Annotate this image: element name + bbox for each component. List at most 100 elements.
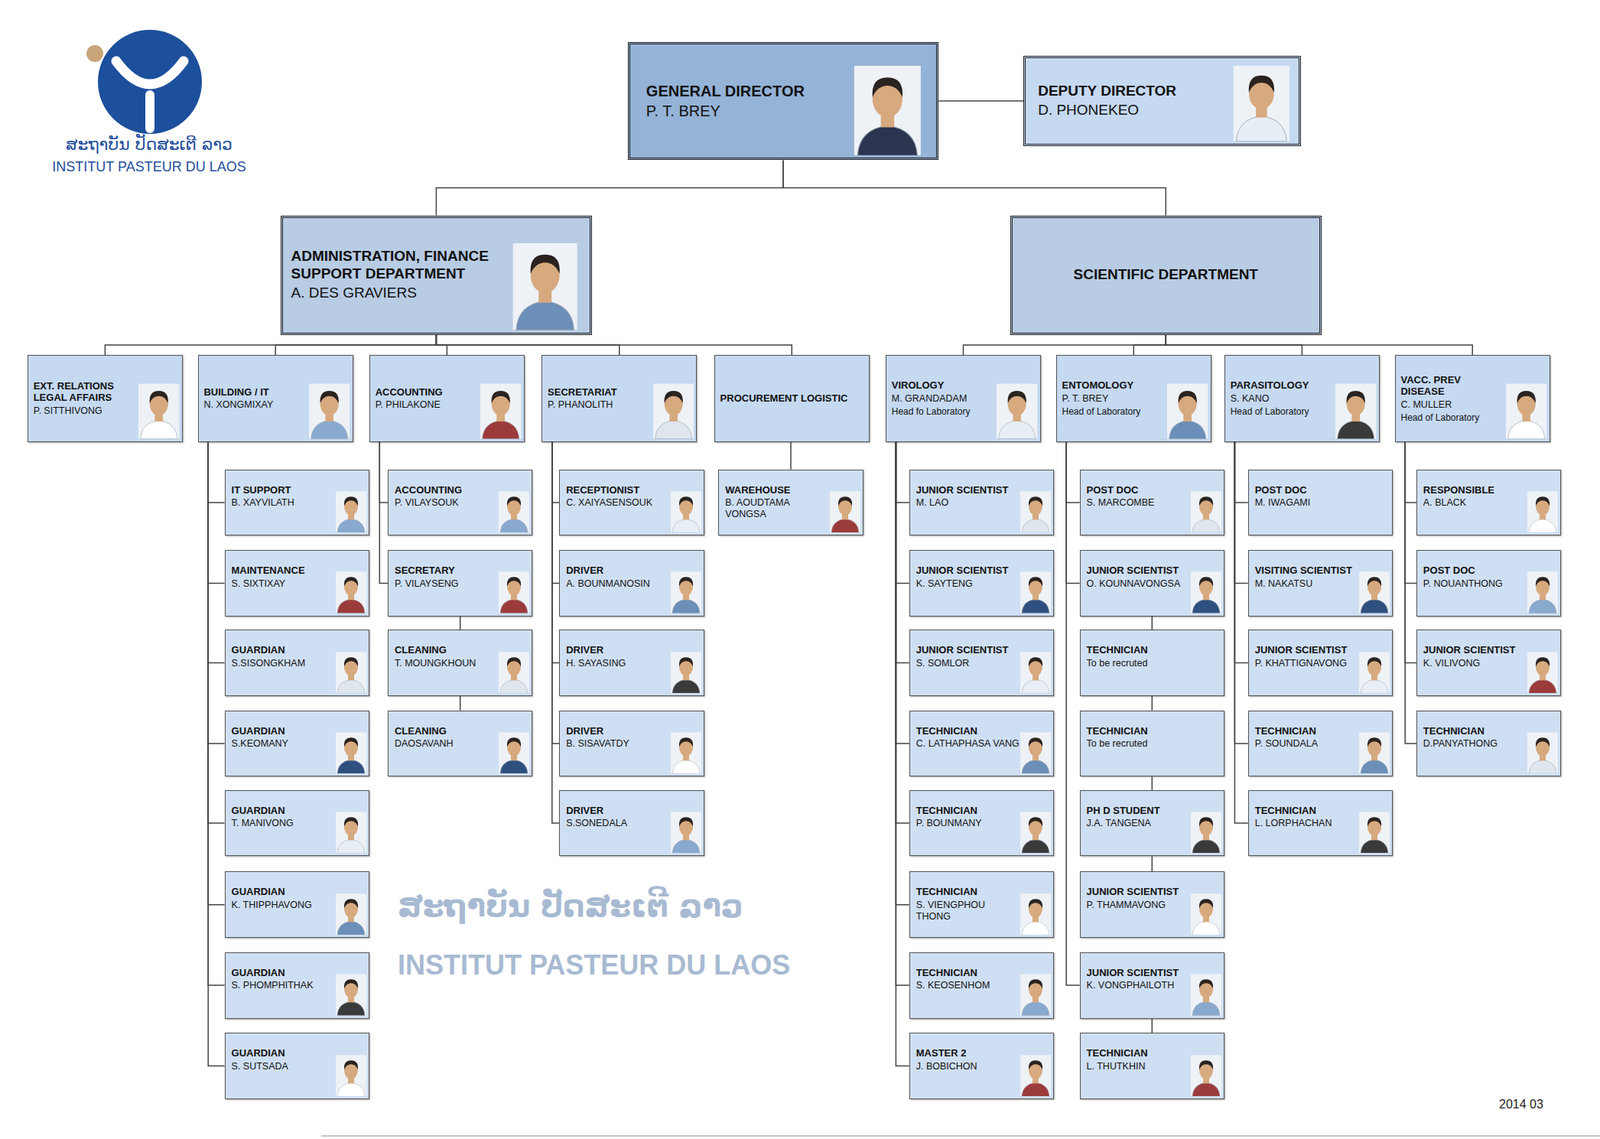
node-title: MAINTENANCE [231, 564, 335, 577]
photo-ground [1020, 811, 1051, 853]
photo-ground [1335, 383, 1376, 440]
photo-ground [653, 383, 694, 440]
org-connector [379, 442, 388, 584]
photo-ground [498, 491, 530, 533]
node-title: JUNIOR SCIENTIST [916, 643, 1020, 657]
photo-ground [335, 973, 367, 1015]
text-area: TECHNICIANP. BOUNMANY [916, 790, 1020, 856]
photo-ground [1359, 651, 1390, 693]
portrait-photo [1190, 875, 1222, 935]
portrait-photo [670, 714, 702, 774]
photo-shoulders [337, 1082, 365, 1096]
portrait-photo [1359, 634, 1390, 693]
photo-ground [498, 572, 530, 614]
person-name: N. XONGMIXAY [203, 399, 309, 411]
staff-box: TECHNICIANC. LATHAPHASA VANG [909, 710, 1054, 778]
unit-box: VACC. PREV DISEASEC. MULLERHead of Labor… [1395, 354, 1551, 442]
person-name: M. LAO [916, 497, 1020, 509]
photo-ground [335, 491, 367, 533]
org-connector [895, 442, 909, 986]
photo-ground [335, 572, 367, 614]
node-title: DRIVER [565, 643, 670, 657]
photo-hair [678, 816, 693, 827]
staff-box: CLEANINGT. MOUNGKHOUN [387, 629, 533, 696]
unit-box: BUILDING / ITN. XONGMIXAY [198, 354, 354, 442]
org-connector [895, 442, 909, 664]
org-connector [1404, 442, 1417, 664]
staff-box: JUNIOR SCIENTISTO. KOUNNAVONGSA [1079, 549, 1225, 617]
org-connector [1234, 442, 1248, 664]
photo-hair [1367, 816, 1382, 827]
org-connector [1151, 616, 1154, 630]
photo-shoulders [1236, 116, 1288, 142]
text-area: JUNIOR SCIENTISTO. KOUNNAVONGSA [1086, 550, 1191, 616]
photo-hair [1199, 816, 1214, 827]
text-area: ACCOUNTINGP. VILAYSOUK [394, 470, 498, 536]
node-title: PROCUREMENT LOGISTIC [720, 392, 866, 405]
text-area: ACCOUNTINGP. PHILAKONE [375, 355, 481, 441]
photo-shoulders [1021, 920, 1050, 935]
person-name: B. XAYVILATH [231, 497, 335, 509]
staff-box: TECHNICIANP. BOUNMANY [909, 790, 1054, 857]
person-name: M. GRANDADAM [891, 393, 997, 405]
photo-hair [1028, 978, 1043, 989]
staff-box: TECHNICIANS. VIENGPHOU THONG [909, 871, 1054, 938]
photo-ground [1020, 651, 1051, 693]
photo-hair [507, 737, 521, 747]
portrait-photo [670, 553, 702, 613]
photo-shoulders [1360, 679, 1389, 693]
person-name: K. THIPPHAVONG [231, 899, 335, 911]
photo-ground [670, 731, 702, 774]
photo-hair [1199, 1060, 1214, 1070]
node-title: JUNIOR SCIENTIST [1255, 643, 1359, 657]
photo-hair [344, 496, 358, 506]
photo-ground [670, 572, 702, 614]
photo-hair [1028, 737, 1043, 747]
staff-box: DRIVERH. SAYASING [559, 629, 704, 696]
photo-hair [1028, 898, 1043, 908]
photo-hair [1199, 898, 1214, 908]
photo-shoulders [1360, 839, 1389, 853]
person-name: L. LORPHACHAN [1255, 817, 1359, 830]
portrait-photo [1020, 714, 1051, 774]
node-title: TECHNICIAN [916, 885, 1020, 898]
org-connector [895, 442, 909, 905]
text-stack: SECRETARYP. VILAYSENG [394, 564, 498, 590]
portrait-photo [480, 375, 521, 440]
staff-box: DRIVERB. SISAVATDY [559, 710, 704, 778]
photo-shoulders [1360, 759, 1389, 774]
photo-shoulders [337, 759, 365, 774]
text-area: JUNIOR SCIENTISTP. THAMMAVONG [1086, 871, 1191, 937]
staff-box: GUARDIANS. PHOMPHITHAK [224, 952, 370, 1019]
text-area: GUARDIANS. SUTSADA [231, 1033, 335, 1099]
photo-ground [1359, 811, 1390, 853]
text-area: TECHNICIANC. LATHAPHASA VANG [916, 711, 1020, 777]
org-connector [1151, 1018, 1154, 1034]
photo-ground [1505, 383, 1547, 440]
photo-shoulders [1021, 518, 1050, 533]
photo-shoulders [1192, 839, 1220, 853]
person-name: S. MARCOMBE [1086, 497, 1191, 509]
photo-shoulders [672, 839, 700, 853]
portrait-photo [1527, 553, 1558, 613]
org-connector [783, 159, 1166, 215]
photo-ground [1233, 65, 1290, 142]
node-title: GENERAL DIRECTOR [646, 81, 840, 101]
director-box: GENERAL DIRECTORP. T. BREY [627, 42, 940, 161]
photo-shoulders [140, 420, 178, 440]
photo-hair [678, 656, 693, 667]
node-title: GUARDIAN [231, 643, 335, 657]
text-area: GENERAL DIRECTORP. T. BREY [646, 44, 840, 159]
photo-shoulders [1021, 1001, 1050, 1015]
org-connector [895, 442, 909, 503]
org-connector [552, 442, 560, 503]
text-stack: VIROLOGYM. GRANDADAMHead fo Laboratory [891, 379, 997, 417]
text-area: JUNIOR SCIENTISTK. VILIVONG [1423, 630, 1527, 696]
role-note: Head of Laboratory [1230, 406, 1336, 417]
photo-shoulders [337, 518, 365, 533]
portrait-photo [308, 375, 350, 440]
portrait-photo [1190, 553, 1222, 613]
photo-ground [480, 383, 521, 440]
photo-shoulders [1021, 759, 1050, 774]
text-stack: DRIVERA. BOUNMANOSIN [565, 564, 670, 590]
